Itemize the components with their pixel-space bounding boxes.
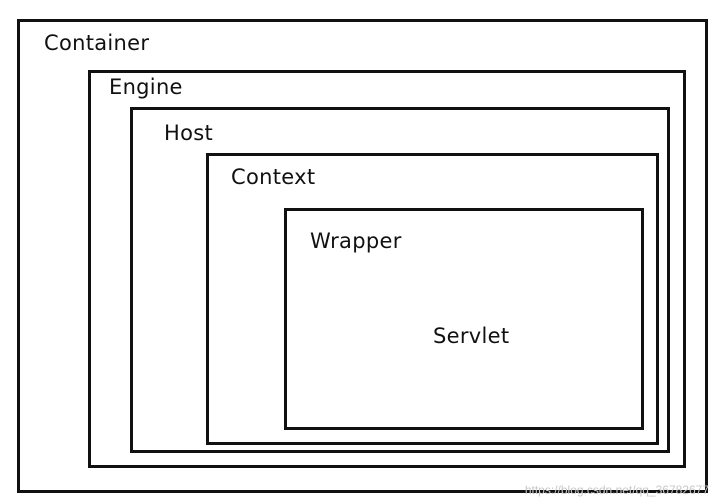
context-label: Context: [231, 165, 316, 189]
watermark-text: https://blog.csdn.net/qq_36782677: [524, 483, 709, 497]
wrapper-label: Wrapper: [310, 229, 402, 253]
container-label: Container: [44, 31, 150, 55]
wrapper-box: [284, 208, 644, 430]
host-box: [130, 107, 670, 453]
container-box: [17, 19, 708, 493]
engine-label: Engine: [109, 75, 183, 99]
host-label: Host: [164, 121, 214, 145]
context-box: [206, 153, 659, 445]
engine-box: [88, 70, 686, 468]
servlet-label: Servlet: [433, 324, 510, 348]
